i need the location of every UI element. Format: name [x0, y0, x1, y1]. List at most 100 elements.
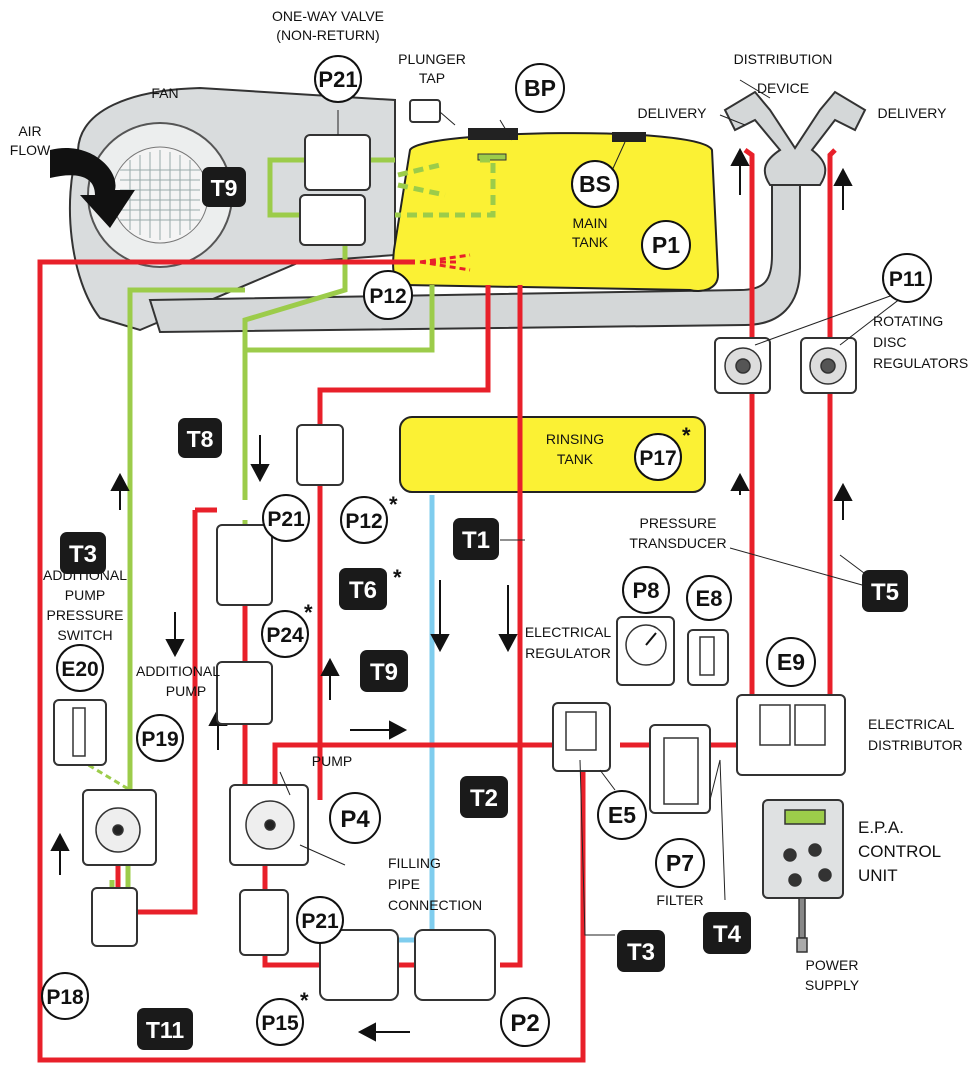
svg-text:T2: T2: [470, 785, 498, 812]
additional-pump-label-1: ADDITIONAL: [136, 663, 220, 679]
electrical-distributor: [736, 694, 846, 776]
air-duct: [148, 174, 801, 334]
circle-e20: E20: [56, 644, 104, 692]
epa-label: E.P.A.: [858, 818, 904, 837]
svg-text:E20: E20: [61, 658, 98, 681]
circle-p21-mid: P21: [262, 494, 310, 542]
circle-p12-top: P12: [363, 270, 413, 320]
valve-p21-low: [239, 889, 289, 956]
svg-text:P17: P17: [639, 447, 676, 470]
circle-p24: P24: [261, 610, 309, 658]
delivery-left-label: DELIVERY: [638, 105, 708, 121]
circle-p15: P15: [256, 998, 304, 1046]
electrical-reg-label: ELECTRICAL: [525, 624, 612, 640]
svg-text:P11: P11: [889, 268, 926, 291]
svg-text:T9: T9: [211, 175, 238, 201]
svg-text:P19: P19: [141, 728, 178, 751]
text-labels: ONE-WAY VALVE (NON-RETURN) PLUNGER TAP F…: [10, 8, 968, 993]
valve-p18: [91, 887, 138, 947]
circle-p8: P8: [622, 566, 670, 614]
regulator-label: REGULATOR: [525, 645, 611, 661]
valve-p21-mid: [216, 524, 273, 606]
air-label: AIR: [18, 123, 41, 139]
svg-text:P12: P12: [369, 285, 406, 308]
filling-label: FILLING: [388, 855, 441, 871]
circle-p21-low: P21: [296, 896, 344, 944]
svg-text:P8: P8: [633, 578, 660, 603]
tag-t3-right: T3: [617, 930, 665, 972]
svg-text:*: *: [389, 492, 398, 517]
one-way-valve-top: [304, 134, 371, 191]
control-label: CONTROL: [858, 842, 941, 861]
circle-e5: E5: [597, 790, 647, 840]
pipe-tags: T9 T8 T1 T3 T6 T5 T9 T2 T4 T3 T11: [60, 167, 908, 1050]
rotating-label: ROTATING: [873, 313, 943, 329]
tag-t3-left: T3: [60, 532, 106, 574]
component-circles: P21 BP BS P1 P12 P11 P17 P12 P21 P8 E8 P…: [41, 55, 932, 1047]
svg-text:P2: P2: [510, 1010, 539, 1037]
pipe-label: PIPE: [388, 876, 420, 892]
add-pump-switch-label-3: PRESSURE: [46, 607, 123, 623]
tag-t11: T11: [137, 1008, 193, 1050]
add-pump-switch-label-4: SWITCH: [57, 627, 112, 643]
valve-p24: [216, 661, 273, 725]
rinsing-tank: [399, 416, 706, 493]
circle-p21-top: P21: [314, 55, 362, 103]
power-label: POWER: [806, 957, 859, 973]
circle-p19: P19: [136, 714, 184, 762]
svg-text:P21: P21: [301, 910, 339, 933]
circle-p1: P1: [641, 220, 691, 270]
valve-p12-star: [296, 424, 344, 486]
svg-text:P21: P21: [267, 508, 305, 531]
pump-label: PUMP: [312, 753, 352, 769]
flow-label: FLOW: [10, 142, 51, 158]
svg-text:T3: T3: [627, 939, 655, 966]
tag-t5: T5: [862, 570, 908, 612]
distributor-label: DISTRIBUTOR: [868, 737, 963, 753]
disc-label: DISC: [873, 334, 906, 350]
distribution-label: DISTRIBUTION: [734, 51, 833, 67]
tank-return-jets: [419, 253, 471, 272]
add-pump-switch-label-2: PUMP: [65, 587, 105, 603]
delivery-right-label: DELIVERY: [878, 105, 948, 121]
circle-p4: P4: [329, 792, 381, 844]
svg-text:T11: T11: [146, 1017, 185, 1043]
transducer-label: TRANSDUCER: [629, 535, 726, 551]
svg-text:T1: T1: [462, 527, 490, 554]
tank-cap-bs: [612, 132, 646, 142]
valve-p2: [414, 929, 496, 1001]
svg-text:*: *: [682, 423, 691, 448]
valve-p15: [319, 929, 399, 1001]
tag-t8: T8: [178, 418, 222, 458]
additional-pump-label-2: PUMP: [166, 683, 206, 699]
circle-p18: P18: [41, 972, 89, 1020]
tank-level-marker: [477, 153, 507, 161]
tag-t6: T6: [339, 568, 387, 610]
svg-text:T8: T8: [187, 426, 214, 452]
svg-text:*: *: [393, 565, 402, 590]
non-return-label: (NON-RETURN): [276, 27, 379, 43]
svg-text:T4: T4: [713, 921, 742, 948]
svg-text:*: *: [300, 988, 309, 1013]
distribution-device: [723, 90, 867, 186]
filter-label: FILTER: [656, 892, 703, 908]
svg-text:T6: T6: [349, 577, 377, 604]
rinsing-tank-label: TANK: [557, 451, 594, 467]
circle-e9: E9: [766, 637, 816, 687]
svg-text:P21: P21: [318, 67, 357, 92]
asterisks: * * * * *: [300, 423, 691, 1013]
component-details: [72, 347, 847, 953]
svg-text:*: *: [304, 600, 313, 625]
pressure-label: PRESSURE: [639, 515, 716, 531]
electrical-dist-label: ELECTRICAL: [868, 716, 955, 732]
tag-t9-mid: T9: [360, 650, 408, 692]
supply-label: SUPPLY: [805, 977, 860, 993]
circle-p12-mid: P12: [340, 496, 388, 544]
main-label: MAIN: [573, 215, 608, 231]
air-flow-arrow: [50, 148, 135, 228]
unit-label: UNIT: [858, 866, 898, 885]
svg-text:P4: P4: [340, 806, 370, 833]
one-way-valve-label: ONE-WAY VALVE: [272, 8, 384, 24]
